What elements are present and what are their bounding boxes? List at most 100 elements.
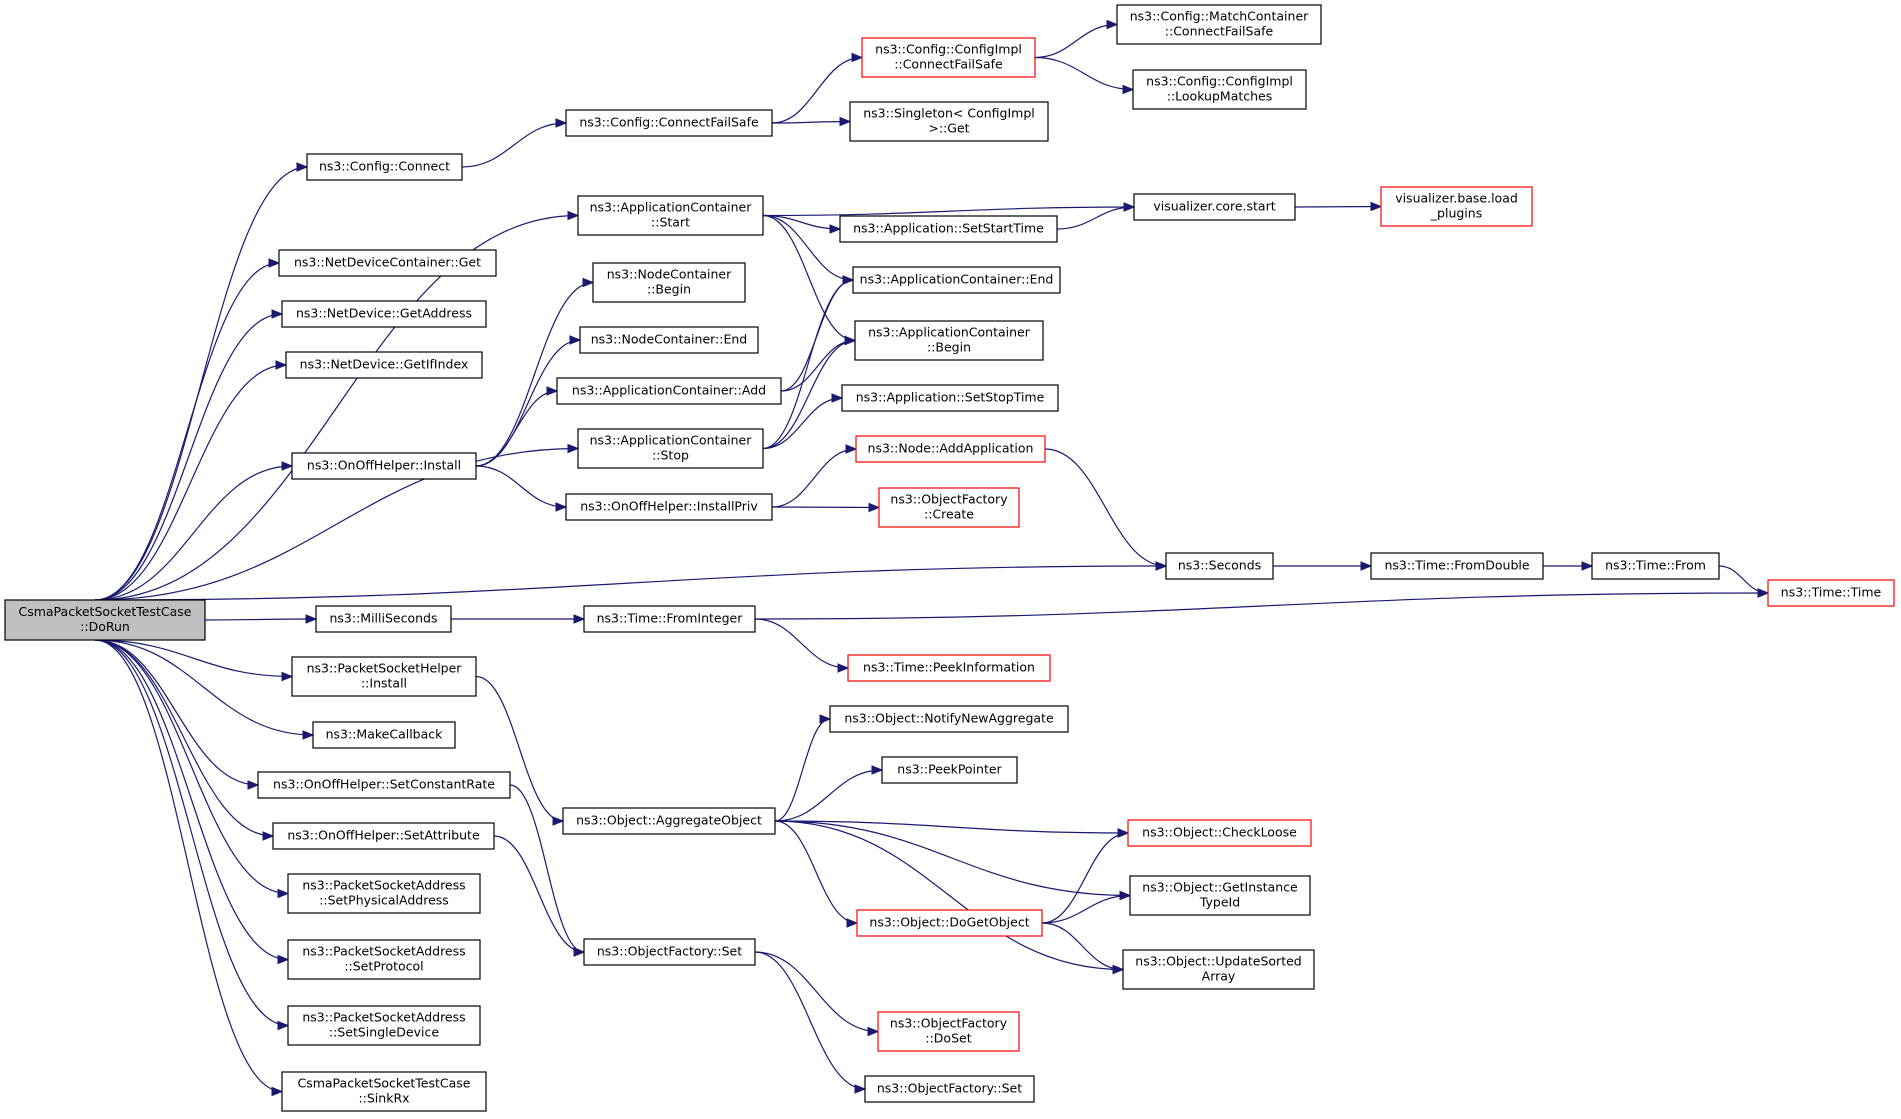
node-onoff_rate[interactable]: ns3::OnOffHelper::SetConstantRate [257, 771, 511, 799]
node-appc_begin[interactable]: ns3::ApplicationContainer::Begin [854, 320, 1044, 361]
node-appc_start[interactable]: ns3::ApplicationContainer::Start [577, 195, 764, 236]
node-box [583, 938, 756, 966]
node-box [852, 266, 1061, 294]
node-onoff_install[interactable]: ns3::OnOffHelper::Install [291, 452, 477, 480]
node-box [257, 771, 511, 799]
node-of_create[interactable]: ns3::ObjectFactory::Create [878, 487, 1020, 528]
arrowhead-node_addapp-to-seconds [1155, 561, 1168, 571]
node-label: ns3::Object::NotifyNewAggregate [844, 711, 1054, 726]
arrowhead-obj_dogetobj-to-obj_updsorted [1112, 964, 1125, 975]
node-app_setstart[interactable]: ns3::Application::SetStartTime [839, 215, 1058, 243]
edge-root-to-cfg_connect [94, 166, 308, 601]
node-ndc_get[interactable]: ns3::NetDeviceContainer::Get [278, 249, 497, 277]
node-box [306, 153, 463, 181]
node-label: ns3::ObjectFactory [890, 492, 1008, 507]
node-label: ns3::OnOffHelper::InstallPriv [580, 499, 758, 514]
node-time_from[interactable]: ns3::Time::From [1591, 552, 1720, 580]
node-label: ns3::PacketSocketAddress [302, 944, 465, 959]
node-node_addapp[interactable]: ns3::Node::AddApplication [855, 435, 1046, 463]
node-label: CsmaPacketSocketTestCase [297, 1076, 470, 1091]
node-label: ::Begin [647, 282, 691, 297]
node-app_setstop[interactable]: ns3::Application::SetStopTime [841, 384, 1059, 412]
arrowhead-time_fromdouble-to-time_from [1581, 561, 1594, 571]
node-cfg_connect[interactable]: ns3::Config::Connect [306, 153, 463, 181]
node-box [829, 705, 1069, 733]
node-peekptr[interactable]: ns3::PeekPointer [881, 756, 1018, 784]
node-obj_aggr[interactable]: ns3::Object::AggregateObject [562, 807, 776, 835]
node-obj_dogetobj[interactable]: ns3::Object::DoGetObject [856, 909, 1043, 937]
node-psh_install[interactable]: ns3::PacketSocketHelper::Install [291, 656, 477, 697]
node-time_fromint[interactable]: ns3::Time::FromInteger [583, 605, 756, 633]
edge-root-to-seconds [94, 565, 1167, 601]
node-box [592, 262, 746, 303]
node-cfgimpl_cfs[interactable]: ns3::Config::ConfigImpl::ConnectFailSafe [861, 37, 1036, 78]
edge-cfgimpl_cfs-to-mc_cfs [1034, 23, 1118, 59]
node-of_set2[interactable]: ns3::ObjectFactory::Set [864, 1075, 1035, 1103]
edge-cfgimpl_cfs-to-cfgimpl_lookup [1034, 56, 1134, 91]
node-box [1165, 552, 1274, 580]
node-time_fromdouble[interactable]: ns3::Time::FromDouble [1370, 552, 1544, 580]
node-label: ::Start [651, 215, 690, 230]
node-time_peek[interactable]: ns3::Time::PeekInformation [847, 654, 1051, 682]
node-obj_checkloose[interactable]: ns3::Object::CheckLoose [1127, 819, 1312, 847]
node-label: ns3::Application::SetStartTime [853, 221, 1044, 236]
node-label: ns3::Time::FromInteger [597, 611, 744, 626]
node-onoff_ipriv[interactable]: ns3::OnOffHelper::InstallPriv [565, 493, 773, 521]
node-box [577, 428, 764, 469]
node-nd_getifindex[interactable]: ns3::NetDevice::GetIfIndex [285, 351, 483, 379]
edge-root-to-nd_getaddr [94, 313, 283, 601]
node-of_doset[interactable]: ns3::ObjectFactory::DoSet [877, 1011, 1020, 1052]
node-obj_notify[interactable]: ns3::Object::NotifyNewAggregate [829, 705, 1069, 733]
node-mc_cfs[interactable]: ns3::Config::MatchContainer::ConnectFail… [1116, 4, 1322, 45]
arrowhead-of_set-to-of_doset [867, 1026, 880, 1037]
edge-root-to-psh_install [94, 639, 293, 678]
node-time_time[interactable]: ns3::Time::Time [1767, 579, 1895, 607]
node-box [864, 1075, 1035, 1103]
node-cfg_connfs[interactable]: ns3::Config::ConnectFailSafe [565, 109, 773, 137]
arrowhead-onoff_install-to-nc_begin [582, 277, 595, 288]
node-viz_load[interactable]: visualizer.base.load_plugins [1380, 186, 1533, 227]
node-singleton_get[interactable]: ns3::Singleton< ConfigImpl >::Get [849, 101, 1049, 142]
node-psa_proto[interactable]: ns3::PacketSocketAddress::SetProtocol [287, 939, 481, 980]
arrowhead-of_set-to-of_set2 [854, 1084, 867, 1094]
node-label: ns3::PeekPointer [897, 762, 1002, 777]
node-cfgimpl_lookup[interactable]: ns3::Config::ConfigImpl::LookupMatches [1132, 69, 1307, 110]
node-label: CsmaPacketSocketTestCase [18, 604, 191, 619]
node-nd_getaddr[interactable]: ns3::NetDevice::GetAddress [281, 300, 487, 328]
edge-root-to-ndc_get [94, 262, 280, 601]
node-box [1370, 552, 1544, 580]
node-appc_end[interactable]: ns3::ApplicationContainer::End [852, 266, 1061, 294]
node-appc_stop[interactable]: ns3::ApplicationContainer::Stop [577, 428, 764, 469]
node-onoff_attr[interactable]: ns3::OnOffHelper::SetAttribute [272, 822, 495, 850]
node-seconds[interactable]: ns3::Seconds [1165, 552, 1274, 580]
node-nc_begin[interactable]: ns3::NodeContainer::Begin [592, 262, 746, 303]
node-appc_add[interactable]: ns3::ApplicationContainer::Add [556, 377, 782, 405]
node-millis[interactable]: ns3::MilliSeconds [315, 605, 452, 633]
node-box [1116, 4, 1322, 45]
arrowhead-cfg_connect-to-cfg_connfs [555, 118, 568, 128]
arrowhead-root-to-psa_single [277, 1020, 290, 1031]
edge-onoff_attr-to-of_set [493, 835, 585, 953]
node-label: ns3::ObjectFactory::Set [877, 1081, 1022, 1096]
node-label: ns3::NetDevice::GetIfIndex [300, 357, 469, 372]
arrowhead-root-to-millis [305, 614, 318, 624]
node-box [278, 249, 497, 277]
node-makecb[interactable]: ns3::MakeCallback [312, 721, 456, 749]
node-nc_end[interactable]: ns3::NodeContainer::End [579, 326, 759, 354]
arrowhead-obj_aggr-to-obj_dogetobj [846, 918, 859, 928]
node-viz_start[interactable]: visualizer.core.start [1133, 193, 1296, 221]
node-psa_single[interactable]: ns3::PacketSocketAddress::SetSingleDevic… [287, 1005, 481, 1046]
edge-appc_stop-to-app_setstop [762, 397, 843, 450]
arrowhead-root-to-cfg_connect [296, 162, 309, 172]
node-root[interactable]: CsmaPacketSocketTestCase::DoRun [4, 599, 206, 641]
node-psa_phys[interactable]: ns3::PacketSocketAddress::SetPhysicalAdd… [287, 873, 481, 914]
node-label: ns3::Config::Connect [319, 159, 450, 174]
node-of_set[interactable]: ns3::ObjectFactory::Set [583, 938, 756, 966]
node-label: ns3::OnOffHelper::SetConstantRate [273, 777, 495, 792]
node-label: ::DoRun [80, 619, 130, 634]
node-sinkrx[interactable]: CsmaPacketSocketTestCase::SinkRx [281, 1071, 487, 1112]
node-label: ns3::Object::AggregateObject [576, 813, 762, 828]
node-label: ns3::ApplicationContainer [590, 433, 753, 448]
